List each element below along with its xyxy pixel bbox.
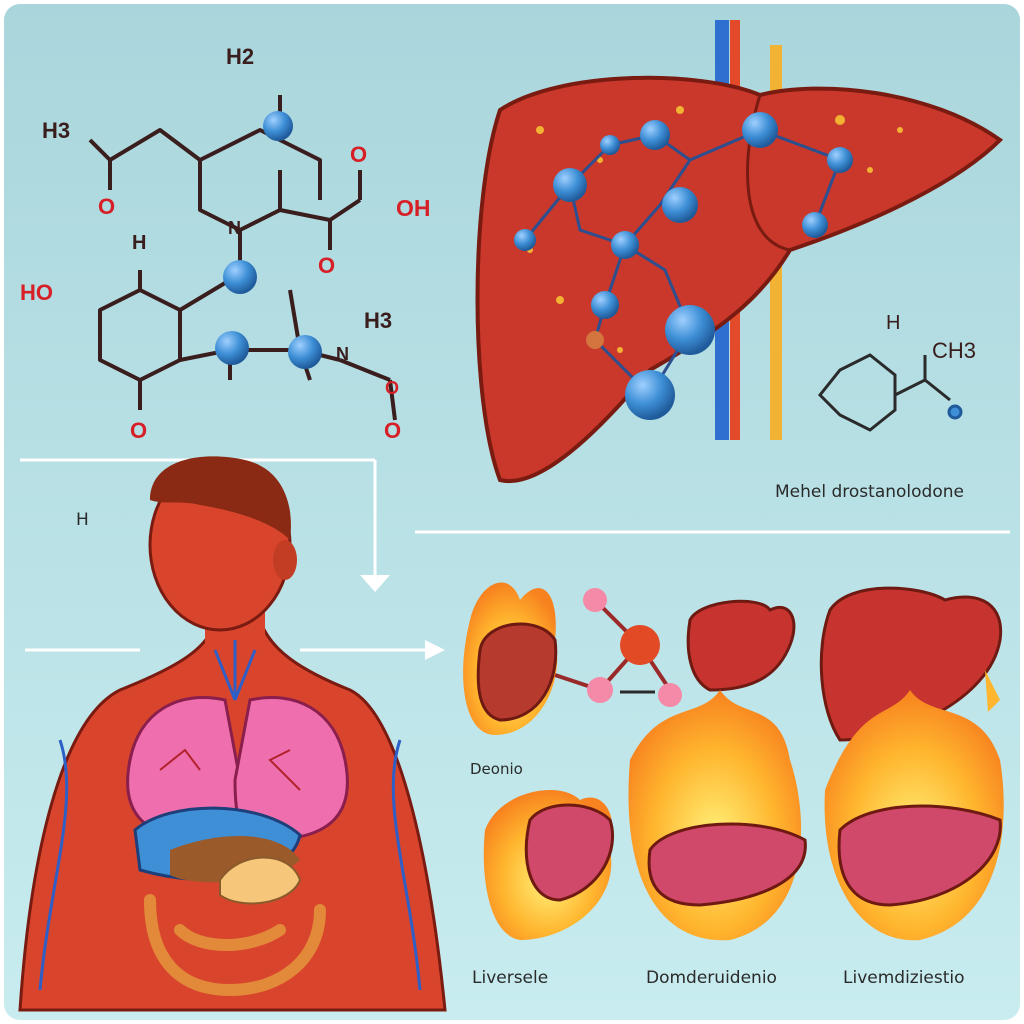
compound-label: Mehel drostanolodone xyxy=(775,482,964,502)
stage-label-4: Livemdiziestio xyxy=(843,968,965,988)
atom-o-carbonyl-left: O xyxy=(98,194,116,219)
liver-spots xyxy=(527,106,903,353)
h-marker-label: H xyxy=(76,510,89,530)
stage-liver-5 xyxy=(628,690,807,941)
atom-oh-acid: OH xyxy=(396,195,431,221)
atom-h3-right: H3 xyxy=(364,308,393,333)
atom-o-mid: O xyxy=(318,253,336,278)
arrow-down xyxy=(360,575,390,592)
atom-h2: H2 xyxy=(226,44,255,69)
stage-liver-1 xyxy=(463,582,558,735)
veins xyxy=(38,640,422,991)
atom-o-bottom-right: O xyxy=(384,418,402,443)
atom-o-acid: O xyxy=(350,142,368,167)
liver-large xyxy=(475,20,1004,484)
side-atom-h: H xyxy=(886,312,901,334)
reaction-molecule xyxy=(554,588,682,707)
intestines xyxy=(144,894,326,997)
arrow-right xyxy=(425,640,445,660)
stage-label-1: Deonio xyxy=(470,760,523,778)
stage-liver-3 xyxy=(819,586,1003,742)
molecule-nodes xyxy=(514,112,853,420)
formula-atom-nodes xyxy=(215,111,322,369)
atom-n-right: N xyxy=(336,344,349,364)
stage-label-2: Liversele xyxy=(472,968,549,988)
atom-h-ring: H xyxy=(132,232,147,254)
atom-ho-left: HO xyxy=(20,280,53,305)
atom-h3-top: H3 xyxy=(42,118,71,143)
atom-o-right: O xyxy=(385,378,400,398)
stage-liver-6 xyxy=(824,690,1004,941)
side-molecule xyxy=(817,353,963,432)
side-atom-ch3: CH3 xyxy=(932,338,977,363)
atom-node xyxy=(223,260,257,294)
atom-node xyxy=(215,331,249,365)
stage-label-3: Domderuidenio xyxy=(646,968,777,988)
liver-shape xyxy=(475,75,1004,484)
gallbladder xyxy=(219,856,302,905)
stage-liver-2 xyxy=(686,599,796,692)
atom-o-ring-bottom: O xyxy=(130,418,148,443)
atom-node xyxy=(263,111,293,141)
hair xyxy=(150,456,291,540)
atom-node xyxy=(288,335,322,369)
stage-liver-4 xyxy=(483,790,615,940)
ear xyxy=(273,540,297,580)
human-figure xyxy=(18,456,447,1012)
atom-n-center: N xyxy=(228,218,241,238)
